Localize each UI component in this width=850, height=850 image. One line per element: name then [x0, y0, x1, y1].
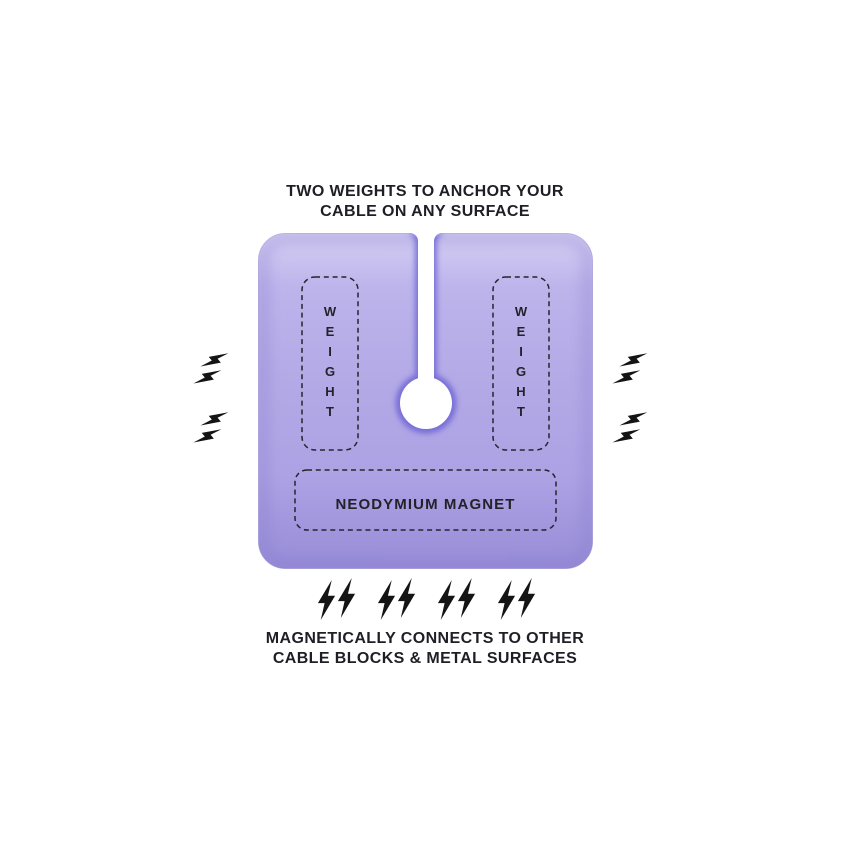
- lightning-bolt-icon: [436, 580, 457, 620]
- lightning-bolt-icon: [496, 580, 517, 620]
- lightning-bolt-icon: [376, 580, 397, 620]
- top-caption-line2: CABLE ON ANY SURFACE: [320, 202, 530, 220]
- lightning-bolt-icon: [610, 362, 643, 393]
- lightning-bolt-icon: [516, 578, 537, 618]
- cable-slot-and-hole: [400, 233, 452, 430]
- top-caption: TWO WEIGHTS TO ANCHOR YOUR CABLE ON ANY …: [0, 182, 850, 221]
- top-caption-line1: TWO WEIGHTS TO ANCHOR YOUR: [286, 183, 564, 200]
- cable-block-graphic: [258, 233, 593, 569]
- lightning-bolt-icon: [191, 421, 224, 452]
- bottom-caption-line2: CABLE BLOCKS & METAL SURFACES: [272, 650, 578, 667]
- lightning-bolt-icon: [316, 580, 337, 620]
- bottom-caption: MAGNETICALLY CONNECTS TO OTHER CABLE BLO…: [0, 629, 850, 669]
- lightning-bolt-icon: [336, 578, 357, 618]
- lightning-bolt-icon: [396, 578, 417, 618]
- weight-label-right: WEIGHT: [513, 303, 529, 424]
- weight-zone-outline-left: [301, 276, 359, 451]
- weight-zone-outline-right: [492, 276, 550, 451]
- magnet-zone-outline: [294, 469, 557, 531]
- weight-label-left: WEIGHT: [322, 303, 338, 424]
- cable-block: WEIGHT WEIGHT NEODYMIUM MAGNET: [258, 233, 593, 569]
- lightning-bolt-icon: [610, 421, 643, 452]
- magnet-label: NEODYMIUM MAGNET: [335, 496, 516, 513]
- lightning-bolt-icon: [456, 578, 477, 618]
- lightning-bolt-icon: [191, 362, 224, 393]
- bottom-caption-line1: MAGNETICALLY CONNECTS TO OTHER: [265, 630, 585, 647]
